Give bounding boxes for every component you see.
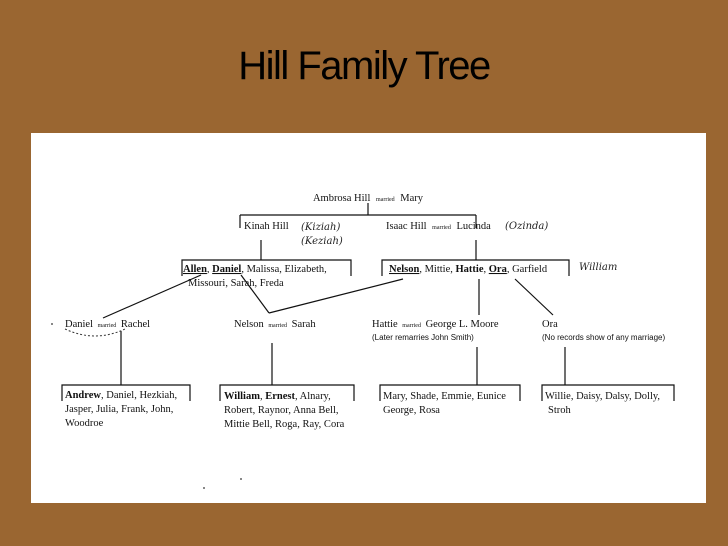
married-label: married xyxy=(432,225,451,231)
nelson-children-line1: William, Ernest, Alnary, xyxy=(224,391,331,402)
rachel: Rachel xyxy=(121,319,150,330)
mary: Mary xyxy=(400,193,423,204)
daniel-couple: Daniel married Rachel xyxy=(65,319,150,330)
ora-marriage-note: (No records show of any marriage) xyxy=(542,333,665,342)
kinah-hill: Kinah Hill xyxy=(244,221,289,232)
kinah-children-bracket xyxy=(181,259,352,276)
daniel-children-line2: Jasper, Julia, Frank, John, xyxy=(65,404,173,415)
lucinda-note: (Ozinda) xyxy=(505,221,548,232)
hattie-remarriage-note: (Later remarries John Smith) xyxy=(372,333,474,342)
married-label: married xyxy=(376,197,395,203)
daniel-children-line3: Woodroe xyxy=(65,418,104,429)
daniel-children-line1: Andrew, Daniel, Hezkiah, xyxy=(65,390,177,401)
daniel-name: Daniel xyxy=(65,319,93,330)
daniel: Daniel xyxy=(212,264,241,275)
allen: Allen xyxy=(183,264,207,275)
ernest: Ernest xyxy=(265,391,295,402)
hattie-children-bracket xyxy=(379,384,521,401)
ora-branch-line xyxy=(514,278,554,316)
ambrosa-hill: Ambrosa Hill xyxy=(313,193,371,204)
mittie: , Mittie, xyxy=(419,264,455,275)
daniel-children-bracket xyxy=(61,384,191,401)
nelson-children-rest: , Alnary, xyxy=(295,391,331,402)
ora-children-line1: Willie, Daisy, Dalsy, Dolly, xyxy=(545,391,660,402)
nelson: Nelson xyxy=(389,264,419,275)
separator: , xyxy=(260,391,265,402)
hattie: Hattie xyxy=(456,264,484,275)
family-tree-scan: Ambrosa Hill married Mary Kinah Hill (Ki… xyxy=(31,133,706,503)
kinah-note-kiziah: (Kiziah) xyxy=(301,222,340,233)
kinah-children-rest: , Malissa, Elizabeth, xyxy=(241,264,326,275)
isaac-children-extra-note: William xyxy=(579,262,617,273)
married-label: married xyxy=(98,323,117,329)
garfield: , Garfield xyxy=(507,264,548,275)
tree-connectors xyxy=(51,203,675,489)
isaac-children-bracket xyxy=(381,259,570,276)
hattie-children-line2: George, Rosa xyxy=(383,405,440,416)
ora: Ora xyxy=(489,264,508,275)
william: William xyxy=(224,391,260,402)
george-l-moore: George L. Moore xyxy=(426,319,499,330)
daniel-dashed-underline xyxy=(64,328,126,337)
kinah-note-keziah: (Keziah) xyxy=(301,236,343,247)
lucinda: Lucinda xyxy=(456,221,491,232)
kinah-children-line1: Allen, Daniel, Malissa, Elizabeth, xyxy=(183,264,327,275)
sarah: Sarah xyxy=(292,319,317,330)
nelson-couple: Nelson married Sarah xyxy=(234,319,316,330)
isaac-nelson-branch-line xyxy=(268,278,404,314)
isaac-couple: Isaac Hill married Lucinda xyxy=(386,221,491,232)
daniel-branch-line xyxy=(102,274,202,319)
nelson-children-line3: Mittie Bell, Roga, Ray, Cora xyxy=(224,419,345,430)
kinah-children-line2: Missouri, Sarah, Freda xyxy=(188,278,284,289)
hattie-couple: Hattie married George L. Moore xyxy=(372,319,499,330)
nelson-name: Nelson xyxy=(234,319,264,330)
slide-title: Hill Family Tree xyxy=(238,44,491,88)
isaac-children-line: Nelson, Mittie, Hattie, Ora, Garfield xyxy=(389,264,548,275)
ora-children-line2: Stroh xyxy=(548,405,572,416)
ora-name: Ora xyxy=(542,319,558,330)
daniel-children-rest: , Daniel, Hezkiah, xyxy=(101,390,177,401)
married-label: married xyxy=(268,323,287,329)
andrew: Andrew xyxy=(65,390,101,401)
isaac-hill: Isaac Hill xyxy=(386,221,427,232)
ora-children-bracket xyxy=(541,384,675,401)
kinah-nelson-branch-line xyxy=(240,274,270,314)
hattie-children-line1: Mary, Shade, Emmie, Eunice xyxy=(383,391,506,402)
family-tree-diagram: Ambrosa Hill married Mary Kinah Hill (Ki… xyxy=(51,193,675,489)
root-couple: Ambrosa Hill married Mary xyxy=(313,193,424,204)
nelson-children-line2: Robert, Raynor, Anna Bell, xyxy=(224,405,338,416)
married-label: married xyxy=(402,323,421,329)
hattie-name: Hattie xyxy=(372,319,398,330)
nelson-children-bracket xyxy=(219,384,355,401)
